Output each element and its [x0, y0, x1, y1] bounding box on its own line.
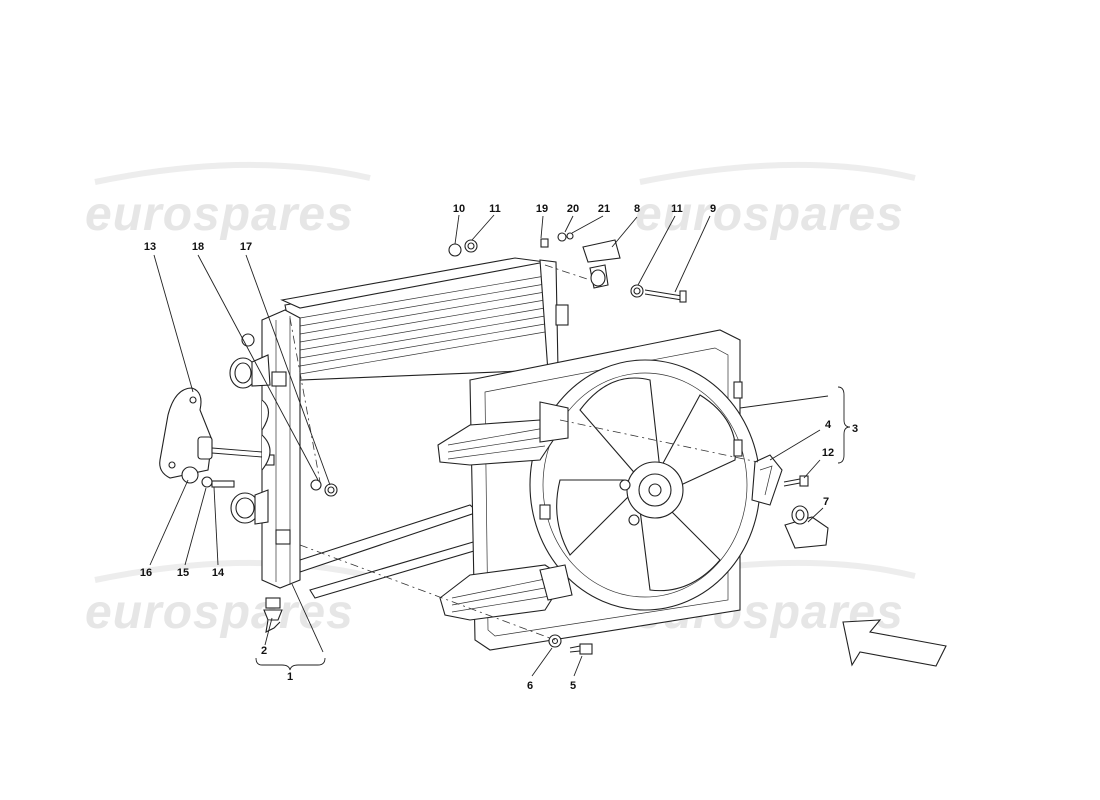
callout-21: 21 — [598, 203, 610, 215]
callout-15: 15 — [177, 567, 189, 579]
callout-13: 13 — [144, 241, 156, 253]
mounting-bracket-13 — [159, 387, 263, 488]
callout-12: 12 — [822, 447, 834, 459]
fan-mount-4 — [751, 454, 809, 506]
callout-11-right: 11 — [671, 203, 683, 215]
lower-fasteners-5-6 — [548, 634, 593, 655]
nut-washer-17-18 — [310, 479, 338, 497]
front-direction-arrow-icon — [842, 619, 947, 667]
callout-8: 8 — [634, 203, 640, 215]
watermark-top-right: eurospares — [635, 188, 904, 241]
callout-2: 2 — [261, 645, 267, 657]
top-fasteners-10-11 — [448, 239, 478, 257]
callout-7: 7 — [823, 496, 829, 508]
callout-18: 18 — [192, 241, 204, 253]
fan-shroud — [437, 329, 761, 651]
callout-6: 6 — [527, 680, 533, 692]
callout-3: 3 — [852, 423, 858, 435]
callout-11-left: 11 — [489, 203, 501, 215]
callout-20: 20 — [567, 203, 579, 215]
upper-bracket-8 — [540, 232, 687, 303]
radiator — [229, 257, 569, 599]
watermark-bottom-left: eurospares — [85, 586, 354, 639]
callout-4: 4 — [825, 419, 832, 431]
watermark-top-left: eurospares — [85, 188, 354, 241]
fan-bracket-7 — [784, 505, 829, 549]
callout-labels: 13 18 17 10 11 19 20 21 8 11 9 4 3 12 7 … — [140, 203, 858, 692]
callout-16: 16 — [140, 567, 152, 579]
callout-5: 5 — [570, 680, 576, 692]
leader-lines — [149, 214, 851, 677]
callout-10: 10 — [453, 203, 465, 215]
callout-14: 14 — [212, 567, 225, 579]
assembly-centerlines — [289, 264, 759, 641]
callout-9: 9 — [710, 203, 716, 215]
callout-17: 17 — [240, 241, 252, 253]
callout-1: 1 — [287, 671, 293, 683]
callout-19: 19 — [536, 203, 548, 215]
